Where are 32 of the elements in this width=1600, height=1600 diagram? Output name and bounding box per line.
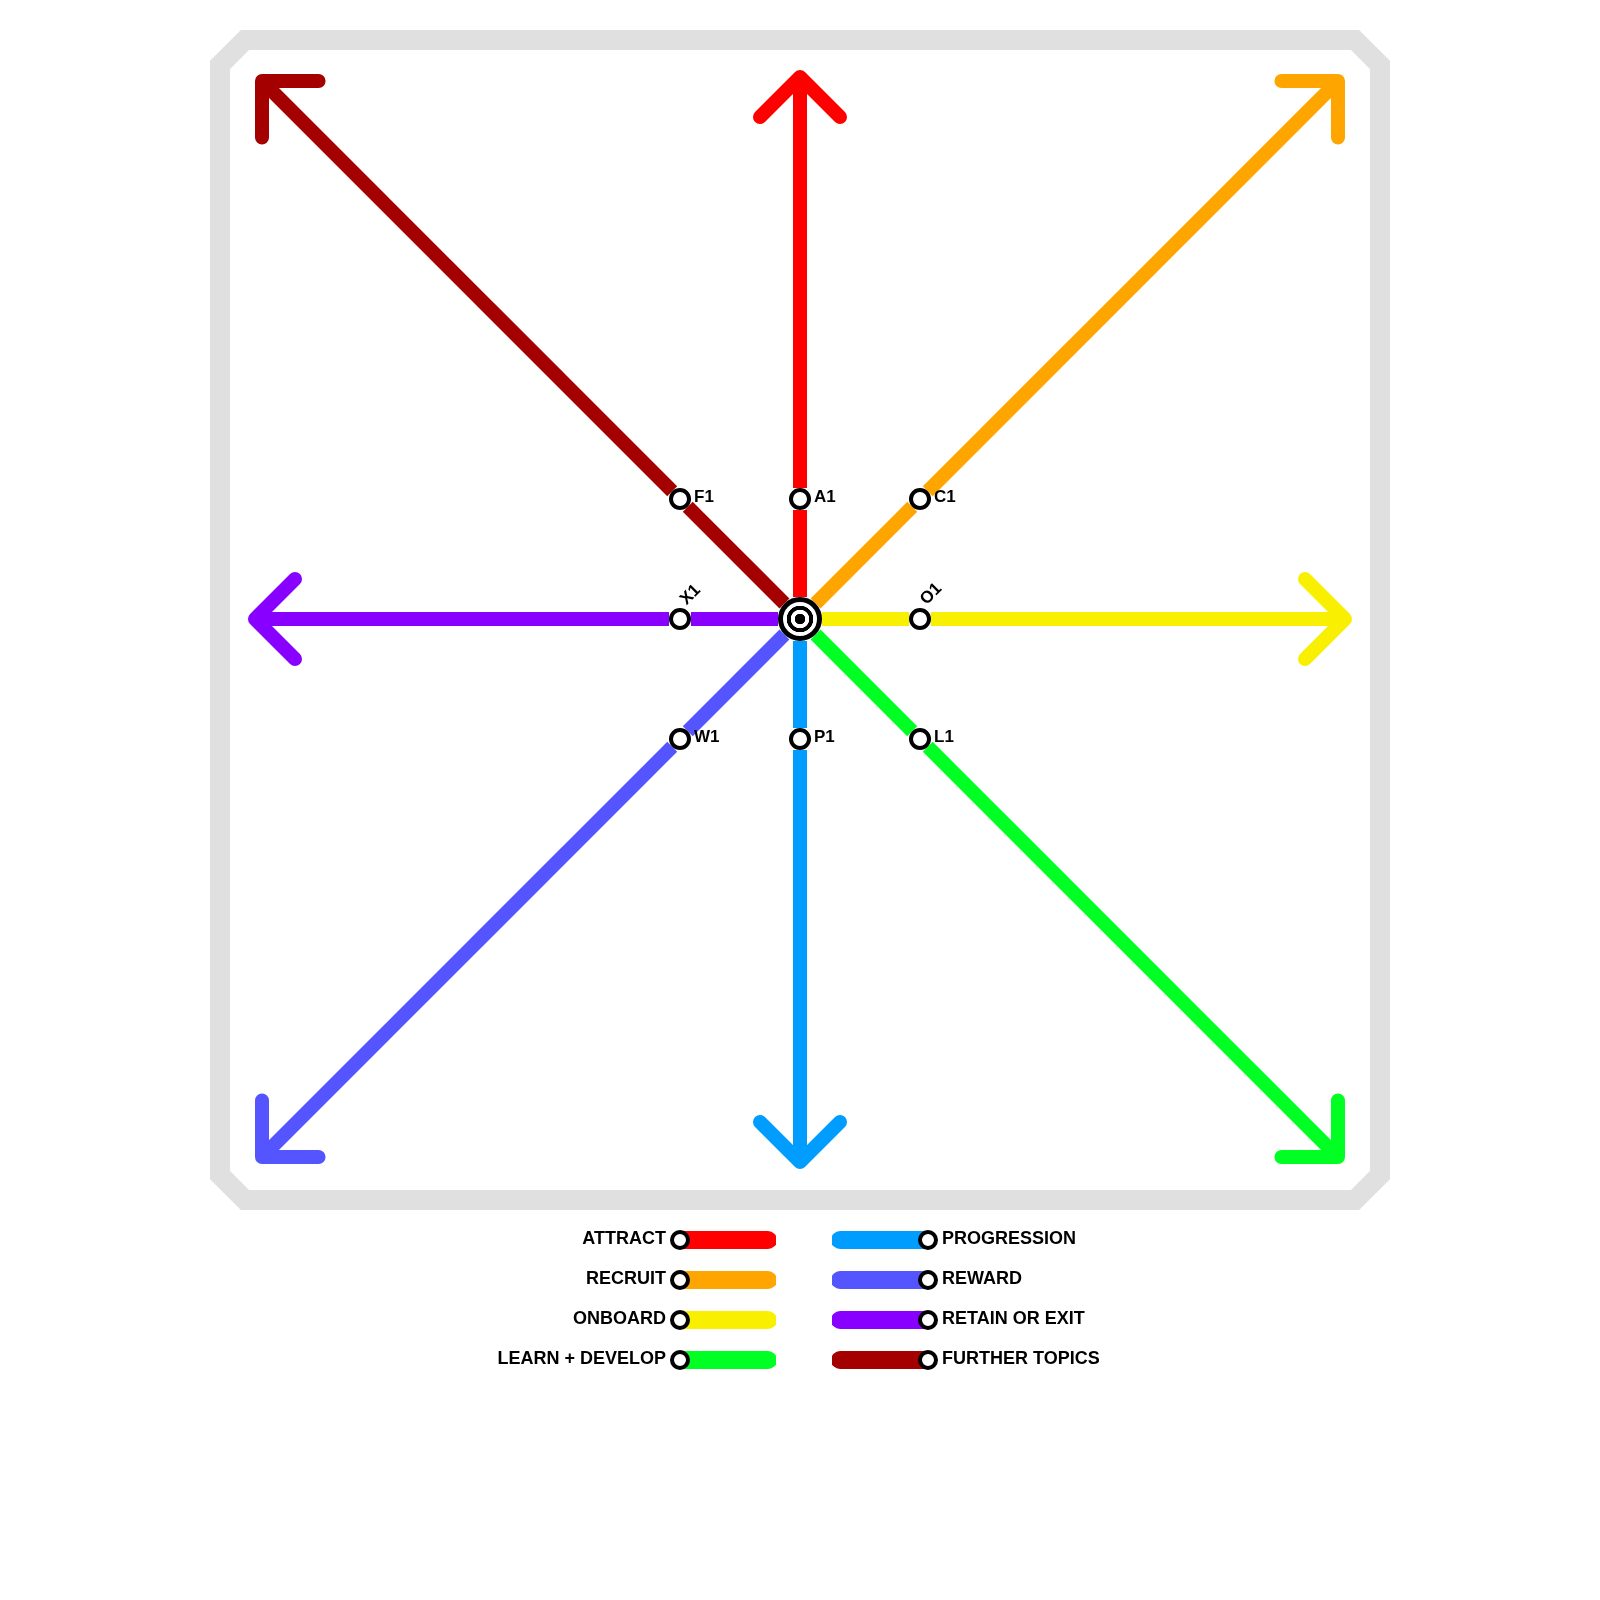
route-line [922, 74, 1345, 497]
legend-label: REWARD [942, 1267, 1022, 1289]
route-line [822, 612, 909, 626]
route-line [793, 510, 807, 597]
station-label: O1 [915, 578, 947, 609]
route-line [922, 741, 1345, 1164]
route-line [691, 612, 778, 626]
legend-label: ONBOARD [573, 1307, 666, 1329]
route-line [682, 629, 790, 737]
legend-label: RETAIN OR EXIT [942, 1307, 1085, 1329]
route-line [810, 629, 918, 737]
station-label: F1 [694, 487, 714, 507]
route-line [810, 501, 918, 609]
station-label: W1 [694, 727, 720, 747]
legend-label: ATTRACT [582, 1227, 666, 1249]
station-label: L1 [934, 727, 954, 747]
route-line [255, 741, 678, 1164]
route-line [248, 572, 669, 666]
route-line [793, 641, 807, 728]
route-line [753, 750, 847, 1169]
route-line [682, 501, 790, 609]
legend-label: FURTHER TOPICS [942, 1347, 1100, 1369]
station-label: C1 [934, 487, 956, 507]
legend-label: RECRUIT [586, 1267, 666, 1289]
route-line [753, 70, 847, 488]
route-line [931, 572, 1352, 666]
legend-label: LEARN + DEVELOP [497, 1347, 666, 1369]
legend-label: PROGRESSION [942, 1227, 1077, 1249]
station-label: P1 [814, 727, 835, 747]
route-line [255, 74, 678, 497]
station-label: A1 [814, 487, 836, 507]
station-label: X1 [675, 580, 705, 609]
